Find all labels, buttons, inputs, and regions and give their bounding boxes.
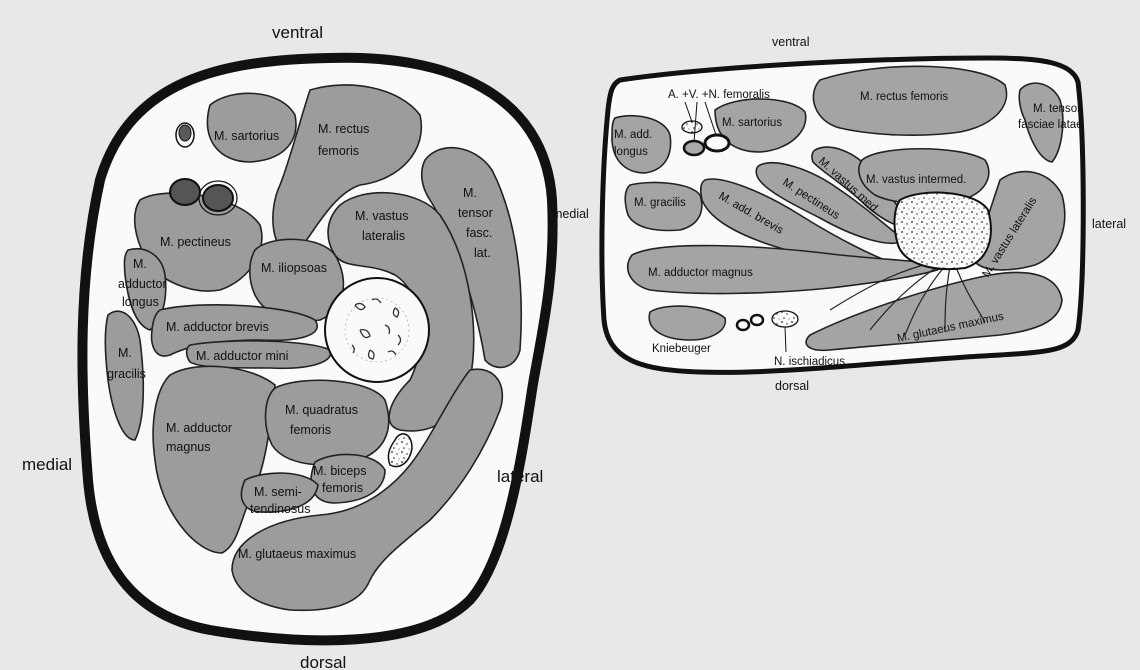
- r-vessel-right: [705, 135, 729, 151]
- label-gracilis-2: gracilis: [107, 367, 146, 381]
- label-pectineus: M. pectineus: [160, 235, 231, 249]
- right-section: A. +V. +N. femoralis M. rectus femoris M…: [552, 35, 1126, 393]
- label-vastus-lateralis-1: M. vastus: [355, 209, 409, 223]
- label-semitendinosus-1: M. semi-: [254, 485, 302, 499]
- label-biceps-femoris-1: M. biceps: [313, 464, 367, 478]
- label-adductor-longus-2: adductor: [118, 277, 167, 291]
- r-femur-bone: [894, 193, 990, 270]
- r-vessel-mid: [684, 141, 704, 155]
- r-label-dorsal: dorsal: [775, 379, 809, 393]
- r-label-ischiadicus: N. ischiadicus: [774, 356, 845, 368]
- label-iliopsoas: M. iliopsoas: [261, 261, 327, 275]
- label-quadratus-femoris-1: M. quadratus: [285, 403, 358, 417]
- label-lateral: lateral: [497, 467, 543, 486]
- label-adductor-mini: M. adductor mini: [196, 349, 288, 363]
- label-biceps-femoris-2: femoris: [322, 481, 363, 495]
- r-label-rectus-femoris: M. rectus femoris: [860, 91, 948, 103]
- label-sartorius: M. sartorius: [214, 129, 279, 143]
- r-label-add-longus-2: longus: [614, 146, 648, 158]
- label-medial: medial: [22, 455, 72, 474]
- r-label-gracilis: M. gracilis: [634, 197, 686, 209]
- r-label-lateral: lateral: [1092, 217, 1126, 231]
- label-dorsal: dorsal: [300, 653, 346, 670]
- label-rectus-femoris-2: femoris: [318, 144, 359, 158]
- r-label-femoralis: A. +V. +N. femoralis: [668, 89, 770, 101]
- label-ventral: ventral: [272, 23, 323, 42]
- r-label-tensor-1: M. tensor: [1033, 103, 1081, 115]
- r-label-tensor-2: fasciae latae: [1018, 119, 1083, 131]
- label-semitendinosus-2: tendinosus: [250, 502, 310, 516]
- label-adductor-brevis: M. adductor brevis: [166, 320, 269, 334]
- vessel-small-inner: [179, 125, 191, 141]
- label-tensor-3: fasc.: [466, 226, 492, 240]
- vein: [203, 185, 233, 211]
- label-tensor-1: M.: [463, 186, 477, 200]
- r-label-medial: medial: [552, 207, 589, 221]
- left-section: M. sartorius M. rectus femoris M. tensor…: [22, 23, 553, 670]
- label-tensor-2: tensor: [458, 206, 493, 220]
- r-label-sartorius: M. sartorius: [722, 117, 782, 129]
- label-adductor-magnus-1: M. adductor: [166, 421, 232, 435]
- label-adductor-longus-3: longus: [122, 295, 159, 309]
- label-adductor-magnus-2: magnus: [166, 440, 210, 454]
- r-label-adductor-magnus: M. adductor magnus: [648, 267, 753, 279]
- femur-bone: [325, 278, 429, 382]
- r-vessel-top: [682, 121, 702, 133]
- label-quadratus-femoris-2: femoris: [290, 423, 331, 437]
- label-tensor-4: lat.: [474, 246, 491, 260]
- sartorius-muscle: [207, 93, 296, 162]
- artery: [170, 179, 200, 205]
- r-label-add-longus-1: M. add.: [614, 129, 652, 141]
- r-add-longus-muscle: [612, 116, 671, 173]
- r-label-ventral: ventral: [772, 35, 810, 49]
- label-gracilis-1: M.: [118, 346, 132, 360]
- label-vastus-lateralis-2: lateralis: [362, 229, 405, 243]
- label-glutaeus-maximus: M. glutaeus maximus: [238, 547, 356, 561]
- label-rectus-femoris-1: M. rectus: [318, 122, 369, 136]
- label-adductor-longus-1: M.: [133, 257, 147, 271]
- r-label-kniebeuger: Kniebeuger: [652, 343, 711, 355]
- r-label-vastus-intermed: M. vastus intermed.: [866, 174, 966, 186]
